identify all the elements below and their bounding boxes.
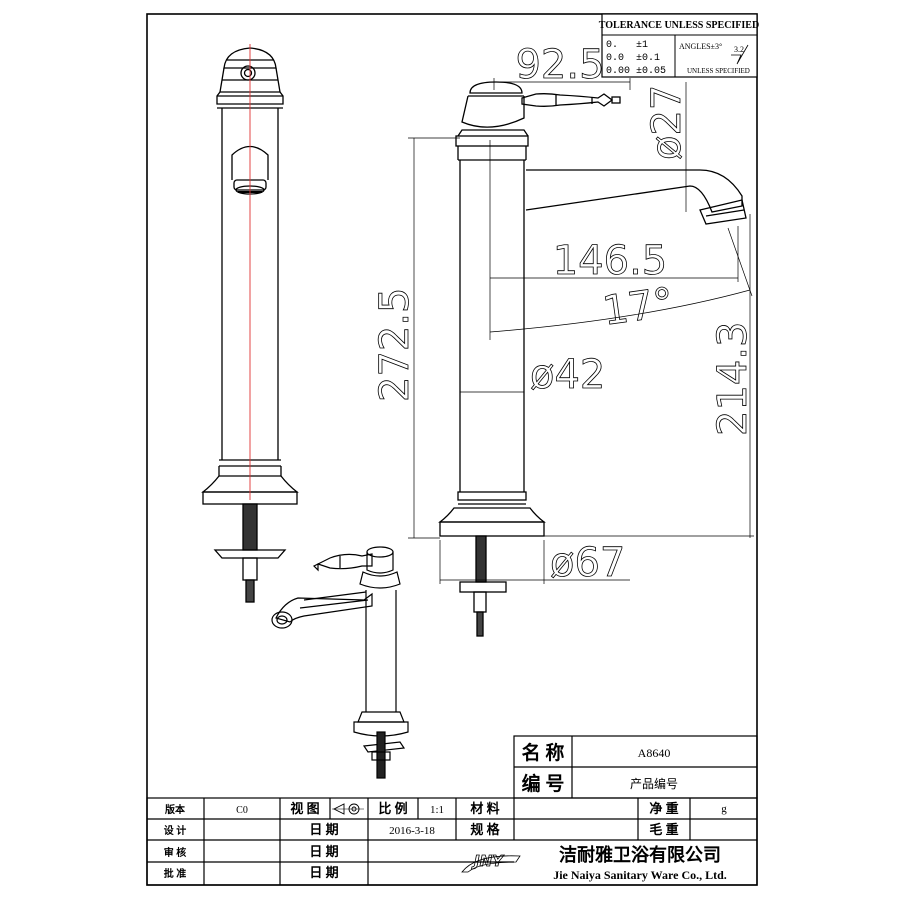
company-logo: JNY bbox=[461, 852, 521, 873]
version-value: C0 bbox=[236, 805, 248, 816]
view-label: 视 图 bbox=[290, 801, 319, 816]
dimension-lines bbox=[408, 78, 754, 584]
date-label-2: 日 期 bbox=[309, 844, 338, 859]
tolerance-val-2: ±0.05 bbox=[636, 66, 666, 77]
roughness-value: 3.2 bbox=[734, 45, 744, 54]
approve-label: 批 准 bbox=[164, 867, 187, 880]
gross-weight-label: 毛 重 bbox=[649, 822, 678, 837]
tolerance-val-0: ±1 bbox=[636, 40, 648, 51]
tolerance-unless: UNLESS SPECIFIED bbox=[687, 67, 750, 75]
title-name-value: A8640 bbox=[638, 746, 671, 760]
dim-handle-offset: 92.5 bbox=[515, 42, 604, 88]
date-label-1: 日 期 bbox=[309, 822, 338, 837]
tolerance-title: TOLERANCE UNLESS SPECIFIED bbox=[599, 20, 759, 31]
title-block bbox=[146, 735, 758, 886]
material-label: 材 料 bbox=[470, 801, 499, 816]
dim-spout-dia: ø27 bbox=[644, 85, 690, 160]
scale-label: 比 例 bbox=[378, 801, 407, 816]
tolerance-prec-0: 0. bbox=[606, 40, 618, 51]
tolerance-prec-1: 0.0 bbox=[606, 53, 624, 64]
tolerance-angles: ANGLES±3° bbox=[679, 42, 722, 51]
date-label-3: 日 期 bbox=[309, 865, 338, 880]
title-code-value: 产品编号 bbox=[630, 776, 678, 791]
company-name-en: Jie Naiya Sanitary Ware Co., Ltd. bbox=[553, 868, 727, 882]
date-value: 2016-3-18 bbox=[389, 825, 435, 837]
net-weight-label: 净 重 bbox=[649, 801, 678, 816]
review-label: 审 核 bbox=[164, 846, 187, 859]
roughness-symbol-icon bbox=[731, 44, 749, 65]
tolerance-prec-2: 0.00 bbox=[606, 66, 630, 77]
scale-value: 1:1 bbox=[430, 804, 444, 816]
dim-spout-reach: 146.5 bbox=[553, 238, 668, 284]
dim-body-dia: ø42 bbox=[530, 352, 605, 398]
net-weight-value: g bbox=[721, 803, 727, 815]
title-name-label: 名 称 bbox=[522, 741, 565, 764]
title-code-label: 编 号 bbox=[522, 772, 565, 795]
spec-label: 规 格 bbox=[470, 822, 500, 837]
version-label: 版本 bbox=[165, 803, 186, 816]
design-label: 设 计 bbox=[164, 824, 187, 837]
dim-total-height: 272.5 bbox=[372, 287, 418, 402]
isometric-view bbox=[271, 546, 409, 779]
dim-base-dia: ø67 bbox=[550, 540, 625, 586]
projection-symbol-icon bbox=[332, 803, 364, 815]
company-name-cn: 洁耐雅卫浴有限公司 bbox=[559, 844, 721, 865]
logo-text: JNY bbox=[471, 852, 505, 870]
tolerance-block: TOLERANCE UNLESS SPECIFIED 0. ±1 0.0 ±0.… bbox=[599, 13, 759, 78]
tolerance-val-1: ±0.1 bbox=[636, 53, 660, 64]
dim-spout-height: 214.3 bbox=[710, 321, 756, 436]
dim-spout-angle: 17° bbox=[600, 279, 677, 334]
